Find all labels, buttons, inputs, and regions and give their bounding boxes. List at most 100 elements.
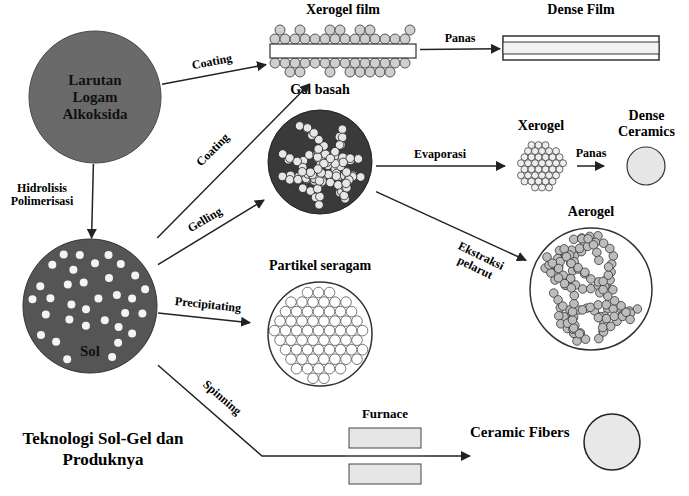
particle [405, 25, 415, 35]
particle [604, 263, 613, 272]
particle [390, 58, 400, 68]
edge-label: Panas [445, 32, 476, 45]
particle [286, 297, 297, 308]
furnace-wall [349, 464, 421, 484]
particle [295, 25, 305, 35]
particle [380, 34, 390, 44]
particle [334, 181, 343, 190]
particle [568, 316, 577, 325]
substrate [503, 42, 659, 54]
particle [521, 178, 528, 185]
sol-particle [46, 294, 54, 302]
uniform-particles-node: Partikel seragam [250, 258, 390, 390]
particle [315, 201, 324, 210]
node-heading: Xerogel [505, 118, 577, 134]
node-heading: Xerogel film [266, 2, 420, 18]
particle [302, 325, 313, 336]
ceramic-disk [627, 147, 665, 185]
particle [606, 322, 615, 331]
particle [575, 244, 584, 253]
particle [297, 316, 308, 327]
sol-particle [113, 291, 121, 299]
particle [335, 344, 346, 355]
node-heading: Dense Ceramics [604, 108, 689, 140]
particle [380, 58, 390, 68]
particle [532, 184, 539, 191]
ceramic-fibers-node: Ceramic Fibers [470, 410, 645, 472]
particle [326, 178, 335, 187]
edge-label: Coating [194, 131, 232, 169]
film-layer [503, 36, 659, 60]
particle [290, 34, 300, 44]
disk-fill [29, 31, 161, 163]
particle [313, 325, 324, 336]
ceramic-fiber-illustration [582, 412, 642, 472]
particle [320, 58, 330, 68]
particle [324, 287, 335, 298]
particle [356, 173, 365, 182]
gel-disk [268, 110, 372, 214]
sol-particle [67, 300, 75, 308]
particle [300, 34, 310, 44]
flow-arrow [420, 48, 500, 50]
particle [330, 58, 340, 68]
particle [357, 344, 368, 355]
particle [270, 34, 280, 44]
particle [352, 335, 363, 346]
node-text: Ceramic Fibers [470, 424, 582, 441]
flow-arrow [376, 192, 526, 261]
aerogel-illustration [528, 226, 654, 352]
particle [370, 34, 380, 44]
sol-particle [108, 353, 116, 361]
particle [308, 354, 319, 365]
xerogel-illustration [513, 138, 569, 194]
source-solution-circle: Larutan Logam Alkoksida [28, 30, 162, 164]
particle [291, 344, 302, 355]
fiber-cross-section [584, 414, 640, 470]
edge-label: Ekstraksi pelarut [441, 235, 515, 289]
sol-particle [101, 316, 109, 324]
sol-particle [128, 294, 136, 302]
disk-fill [23, 239, 157, 373]
fiber-line [345, 455, 425, 457]
node-heading: Furnace [345, 406, 425, 422]
particle [295, 122, 304, 131]
particle [330, 335, 341, 346]
particle [300, 58, 310, 68]
particle [581, 268, 590, 277]
sol-particle [128, 330, 136, 338]
wet-gel-illustration [266, 108, 374, 216]
xerogel-film-node: Xerogel film [266, 2, 420, 84]
particle [313, 363, 324, 374]
particle [297, 297, 308, 308]
particle [599, 239, 608, 248]
flow-arrow [92, 164, 94, 238]
particle [302, 363, 313, 374]
particle [325, 25, 335, 35]
particle [280, 306, 291, 317]
particle [569, 324, 578, 333]
particle [400, 58, 410, 68]
particle [308, 297, 319, 308]
particle [280, 344, 291, 355]
edge-label: Hidrolisis Polimerisasi [2, 182, 82, 208]
particle [340, 34, 350, 44]
particle [560, 245, 569, 254]
particle [313, 306, 324, 317]
sol-particle [141, 285, 149, 293]
particle [350, 58, 360, 68]
particle [345, 67, 355, 77]
particle [308, 373, 319, 384]
sol-particle [80, 279, 88, 287]
particle [320, 34, 330, 44]
particle [346, 325, 357, 336]
particle [360, 58, 370, 68]
sol-particle [114, 339, 122, 347]
particle [319, 354, 330, 365]
particle [578, 306, 587, 315]
sol-particle [65, 316, 73, 324]
particle [375, 67, 385, 77]
xerogel-node: Xerogel [505, 118, 577, 194]
edge-label: Panas [576, 147, 607, 160]
particle [270, 58, 280, 68]
